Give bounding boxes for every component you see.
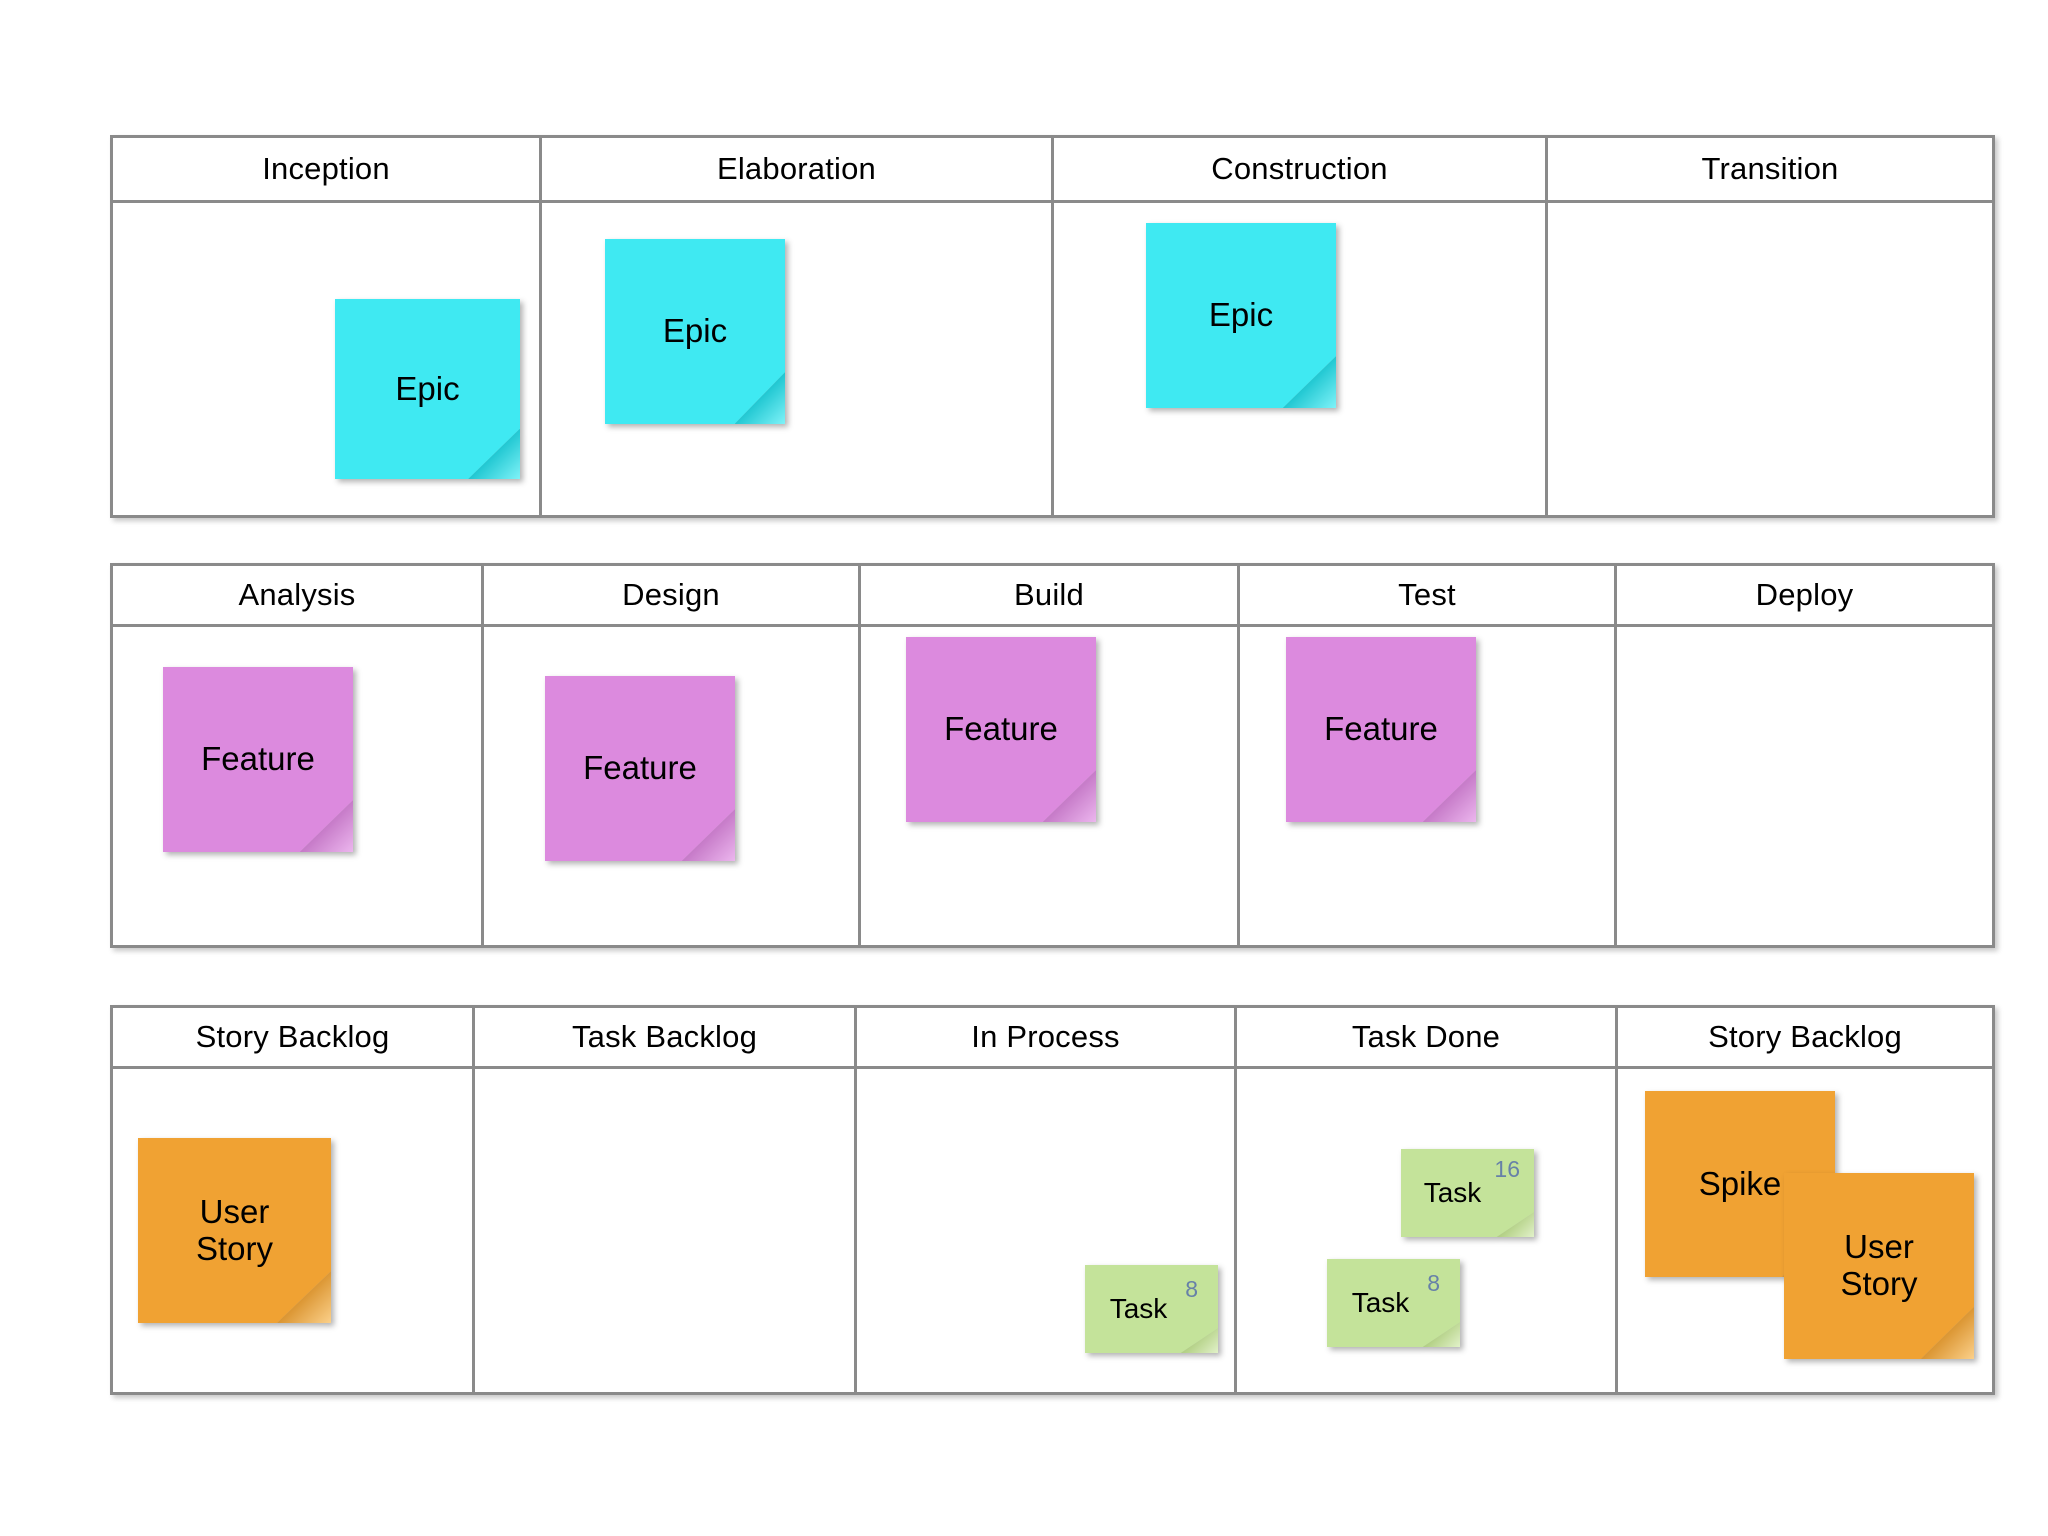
note-label: Feature <box>944 710 1058 748</box>
column-task-backlog[interactable] <box>475 1069 857 1392</box>
feature-header-row: Analysis Design Build Test Deploy <box>113 566 1992 627</box>
note-estimate-badge: 8 <box>1427 1270 1440 1296</box>
note-feature-analysis[interactable]: Feature <box>163 667 353 852</box>
note-label: User Story <box>195 1192 274 1267</box>
header-label: Elaboration <box>716 151 877 186</box>
header-label: Story Backlog <box>1708 1019 1902 1054</box>
header-label: Construction <box>1211 151 1388 186</box>
header-label: Analysis <box>238 577 356 612</box>
note-label: User Story <box>1840 1228 1918 1302</box>
note-estimate-badge: 16 <box>1494 1156 1520 1182</box>
column-deploy[interactable] <box>1617 627 1992 945</box>
header-label: Transition <box>1701 151 1839 186</box>
column-elaboration[interactable]: Epic <box>542 203 1054 515</box>
column-header-transition[interactable]: Transition <box>1548 138 1992 200</box>
column-header-build[interactable]: Build <box>861 566 1240 624</box>
note-task-done-8[interactable]: Task 8 <box>1327 1259 1460 1347</box>
note-sheet <box>605 239 785 424</box>
column-in-process[interactable]: Task 8 <box>857 1069 1237 1392</box>
header-label: Build <box>1014 577 1084 612</box>
column-header-story-backlog[interactable]: Story Backlog <box>113 1008 475 1066</box>
note-epic-inception[interactable]: Epic <box>335 299 520 479</box>
note-label: Epic <box>395 369 460 407</box>
column-construction[interactable]: Epic <box>1054 203 1548 515</box>
column-test[interactable]: Feature <box>1240 627 1617 945</box>
note-epic-construction[interactable]: Epic <box>1146 223 1336 408</box>
note-task-done-16[interactable]: Task 16 <box>1401 1149 1534 1237</box>
note-sheet <box>1286 637 1476 822</box>
note-user-story-overlap[interactable]: User Story <box>1784 1173 1974 1359</box>
column-header-in-process[interactable]: In Process <box>857 1008 1237 1066</box>
column-story-backlog[interactable]: User Story <box>113 1069 475 1392</box>
note-sheet <box>138 1138 331 1323</box>
note-label: Task <box>1423 1177 1482 1209</box>
header-label: Inception <box>262 151 390 186</box>
column-header-elaboration[interactable]: Elaboration <box>542 138 1054 200</box>
column-inception[interactable]: Epic <box>113 203 542 515</box>
header-label: Story Backlog <box>195 1019 390 1054</box>
note-user-story-backlog[interactable]: User Story <box>138 1138 331 1323</box>
header-label: Test <box>1398 577 1456 612</box>
column-header-analysis[interactable]: Analysis <box>113 566 484 624</box>
column-header-story-backlog-end[interactable]: Story Backlog <box>1618 1008 1992 1066</box>
note-label: Feature <box>583 749 697 787</box>
note-sheet <box>1146 223 1336 408</box>
column-header-inception[interactable]: Inception <box>113 138 542 200</box>
note-sheet <box>1784 1173 1974 1359</box>
column-build[interactable]: Feature <box>861 627 1240 945</box>
header-label: In Process <box>971 1019 1120 1054</box>
column-header-deploy[interactable]: Deploy <box>1617 566 1992 624</box>
note-label: Feature <box>1324 710 1438 748</box>
note-label: Epic <box>662 312 728 350</box>
note-feature-test[interactable]: Feature <box>1286 637 1476 822</box>
note-label: Task <box>1109 1293 1168 1325</box>
header-label: Task Done <box>1351 1019 1501 1054</box>
note-estimate-badge: 8 <box>1185 1276 1198 1302</box>
note-feature-build[interactable]: Feature <box>906 637 1096 822</box>
column-header-task-backlog[interactable]: Task Backlog <box>475 1008 857 1066</box>
note-sheet <box>545 676 735 861</box>
note-label: Feature <box>201 740 315 778</box>
note-feature-design[interactable]: Feature <box>545 676 735 861</box>
lifecycle-body-row: Epic Epic Epic <box>113 203 1992 515</box>
column-story-backlog-end[interactable]: Spike User Story <box>1618 1069 1992 1392</box>
feature-board: Analysis Design Build Test Deploy Featur… <box>110 563 1995 948</box>
header-label: Task Backlog <box>571 1019 758 1054</box>
column-header-design[interactable]: Design <box>484 566 861 624</box>
story-task-board: Story Backlog Task Backlog In Process Ta… <box>110 1005 1995 1395</box>
header-label: Design <box>622 577 720 612</box>
column-transition[interactable] <box>1548 203 1992 515</box>
feature-body-row: Feature Feature Feature Feature <box>113 627 1992 945</box>
column-header-task-done[interactable]: Task Done <box>1237 1008 1618 1066</box>
note-epic-elaboration[interactable]: Epic <box>605 239 785 424</box>
note-sheet <box>1401 1149 1534 1237</box>
note-label: Epic <box>1208 296 1274 334</box>
note-sheet <box>335 299 520 479</box>
story-task-header-row: Story Backlog Task Backlog In Process Ta… <box>113 1008 1992 1069</box>
note-sheet <box>163 667 353 852</box>
note-label: Task <box>1351 1287 1410 1319</box>
header-label: Deploy <box>1755 577 1854 612</box>
column-header-test[interactable]: Test <box>1240 566 1617 624</box>
story-task-body-row: User Story Task 8 Task 16 Task <box>113 1069 1992 1392</box>
note-sheet <box>1327 1259 1460 1347</box>
note-sheet <box>1085 1265 1218 1353</box>
column-task-done[interactable]: Task 16 Task 8 <box>1237 1069 1618 1392</box>
lifecycle-header-row: Inception Elaboration Construction Trans… <box>113 138 1992 203</box>
note-label: Spike <box>1698 1164 1782 1202</box>
lifecycle-board: Inception Elaboration Construction Trans… <box>110 135 1995 518</box>
column-design[interactable]: Feature <box>484 627 861 945</box>
column-header-construction[interactable]: Construction <box>1054 138 1548 200</box>
note-sheet <box>906 637 1096 822</box>
column-analysis[interactable]: Feature <box>113 627 484 945</box>
note-task-in-process[interactable]: Task 8 <box>1085 1265 1218 1353</box>
